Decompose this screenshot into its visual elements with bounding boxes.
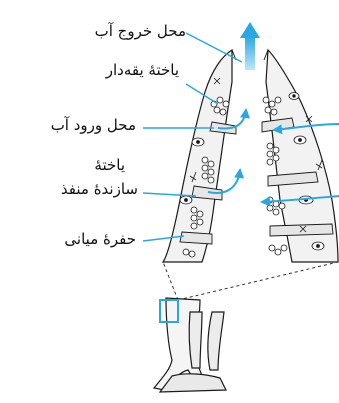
zoom-connector bbox=[163, 262, 338, 300]
outflow-arrow bbox=[240, 22, 260, 70]
label-porocyte-line2: سازندهٔ منفذ bbox=[61, 180, 138, 199]
label-water-outlet: محل خروج آب bbox=[95, 22, 186, 41]
label-porocyte-line1: یاختهٔ bbox=[94, 156, 125, 175]
label-collar-cell: یاختهٔ یقه‌دار bbox=[106, 61, 179, 80]
sponge-colony-small bbox=[154, 298, 226, 392]
label-central-cavity: حفرهٔ میانی bbox=[64, 230, 136, 249]
left-body-wall bbox=[163, 50, 236, 262]
label-water-inlet: محل ورود آب bbox=[51, 116, 136, 135]
